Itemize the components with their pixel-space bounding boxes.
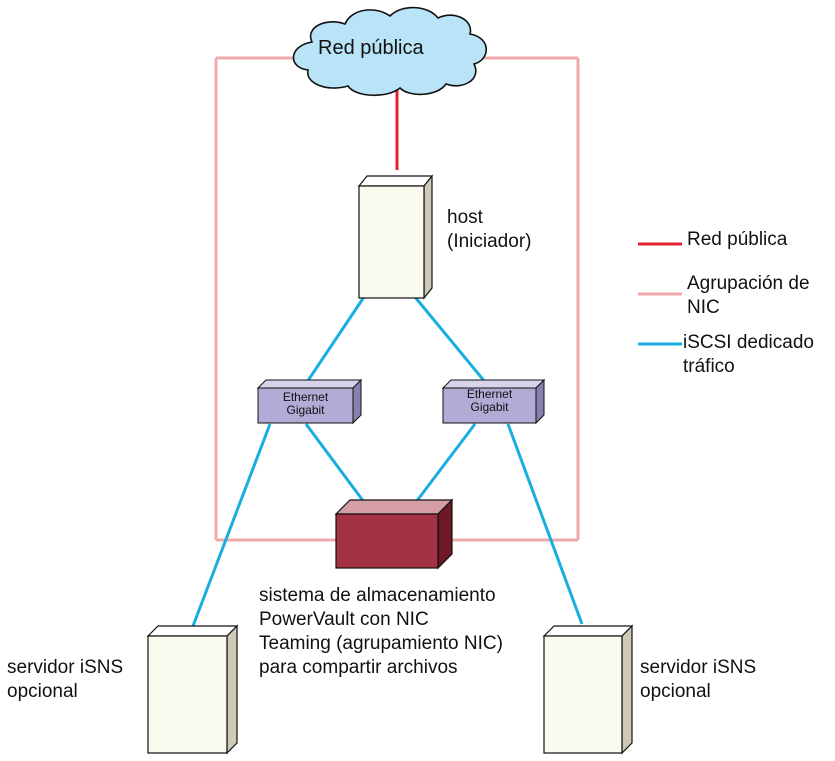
right-switch-icon: [441, 378, 546, 425]
cloud-icon: [292, 6, 488, 97]
left-switch-line1: Ethernet: [282, 390, 329, 404]
storage-label: sistema de almacenamiento PowerVault con…: [259, 584, 503, 680]
left-isns-server-icon: [146, 624, 239, 755]
legend-iscsi-line1: iSCSI dedicado: [683, 332, 814, 353]
left-switch-label: Ethernet Gigabit: [258, 391, 353, 417]
right-isns-label: servidor iSNS opcional: [640, 656, 756, 704]
storage-label-line4: para compartir archivos: [259, 657, 458, 678]
legend-iscsi-label: iSCSI dedicado tráfico: [683, 331, 814, 379]
legend-public-label: Red pública: [687, 229, 788, 250]
legend-iscsi-line2: tráfico: [683, 356, 735, 377]
left-switch-icon: [256, 378, 363, 425]
right-switch-label: Ethernet Gigabit: [443, 388, 536, 414]
storage-label-line2: PowerVault con NIC: [259, 609, 429, 630]
iscsi-links: [191, 296, 584, 627]
host-label-line1: host: [447, 207, 483, 228]
left-isns-line2: opcional: [7, 681, 78, 702]
storage-array-icon: [334, 498, 454, 570]
nic-teaming-links: [214, 56, 580, 542]
left-switch-line2: Gigabit: [286, 403, 325, 417]
left-isns-line1: servidor iSNS: [7, 657, 124, 678]
cloud-label: Red pública: [318, 37, 424, 59]
storage-label-line3: Teaming (agrupamiento NIC): [259, 633, 503, 654]
right-isns-line2: opcional: [640, 681, 711, 702]
legend-teaming-line2: NIC: [687, 297, 720, 318]
right-switch-line2: Gigabit: [470, 400, 509, 414]
host-label-line2: (Iniciador): [447, 231, 532, 252]
legend-teaming-line1: Agrupación de: [687, 273, 810, 294]
right-switch-line1: Ethernet: [466, 387, 513, 401]
host-label: host (Iniciador): [447, 206, 531, 254]
right-isns-server-icon: [542, 624, 634, 755]
host-server-icon: [357, 174, 434, 300]
storage-label-line1: sistema de almacenamiento: [259, 585, 496, 606]
legend-teaming-label: Agrupación de NIC: [687, 272, 810, 320]
left-isns-label: servidor iSNS opcional: [7, 656, 123, 704]
right-isns-line1: servidor iSNS: [640, 657, 757, 678]
